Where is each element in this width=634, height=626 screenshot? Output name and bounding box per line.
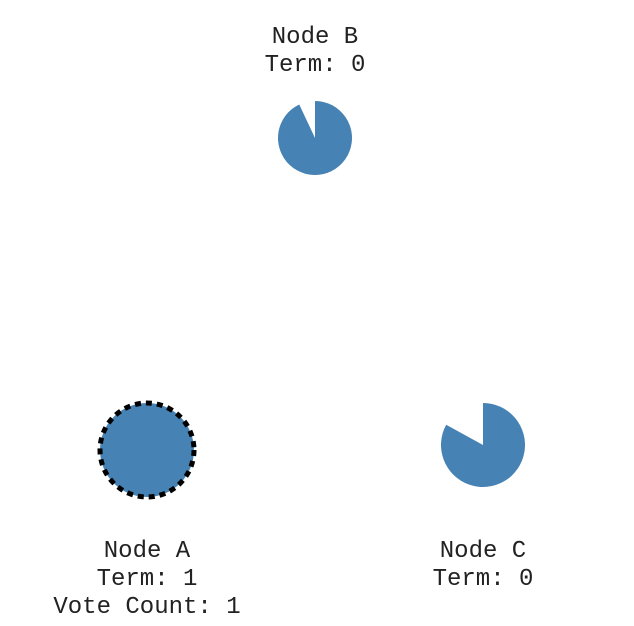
node-a-name: Node A <box>104 538 191 565</box>
node-b-timer-circle[interactable] <box>278 101 352 175</box>
node-a-vote-count: Vote Count: 1 <box>53 594 240 621</box>
node-b-name: Node B <box>272 24 358 51</box>
node-c-name: Node C <box>440 538 526 565</box>
node-c-term: Term: 0 <box>433 566 534 593</box>
node-c-timer-circle[interactable] <box>441 403 525 487</box>
node-a-candidate-circle[interactable] <box>97 400 197 500</box>
node-b[interactable]: Node B Term: 0 <box>265 24 366 175</box>
node-a-term: Term: 1 <box>97 566 198 593</box>
node-c[interactable]: Node C Term: 0 <box>433 403 534 593</box>
node-b-term: Term: 0 <box>265 52 366 79</box>
node-a[interactable]: Node A Term: 1 Vote Count: 1 <box>53 400 241 621</box>
